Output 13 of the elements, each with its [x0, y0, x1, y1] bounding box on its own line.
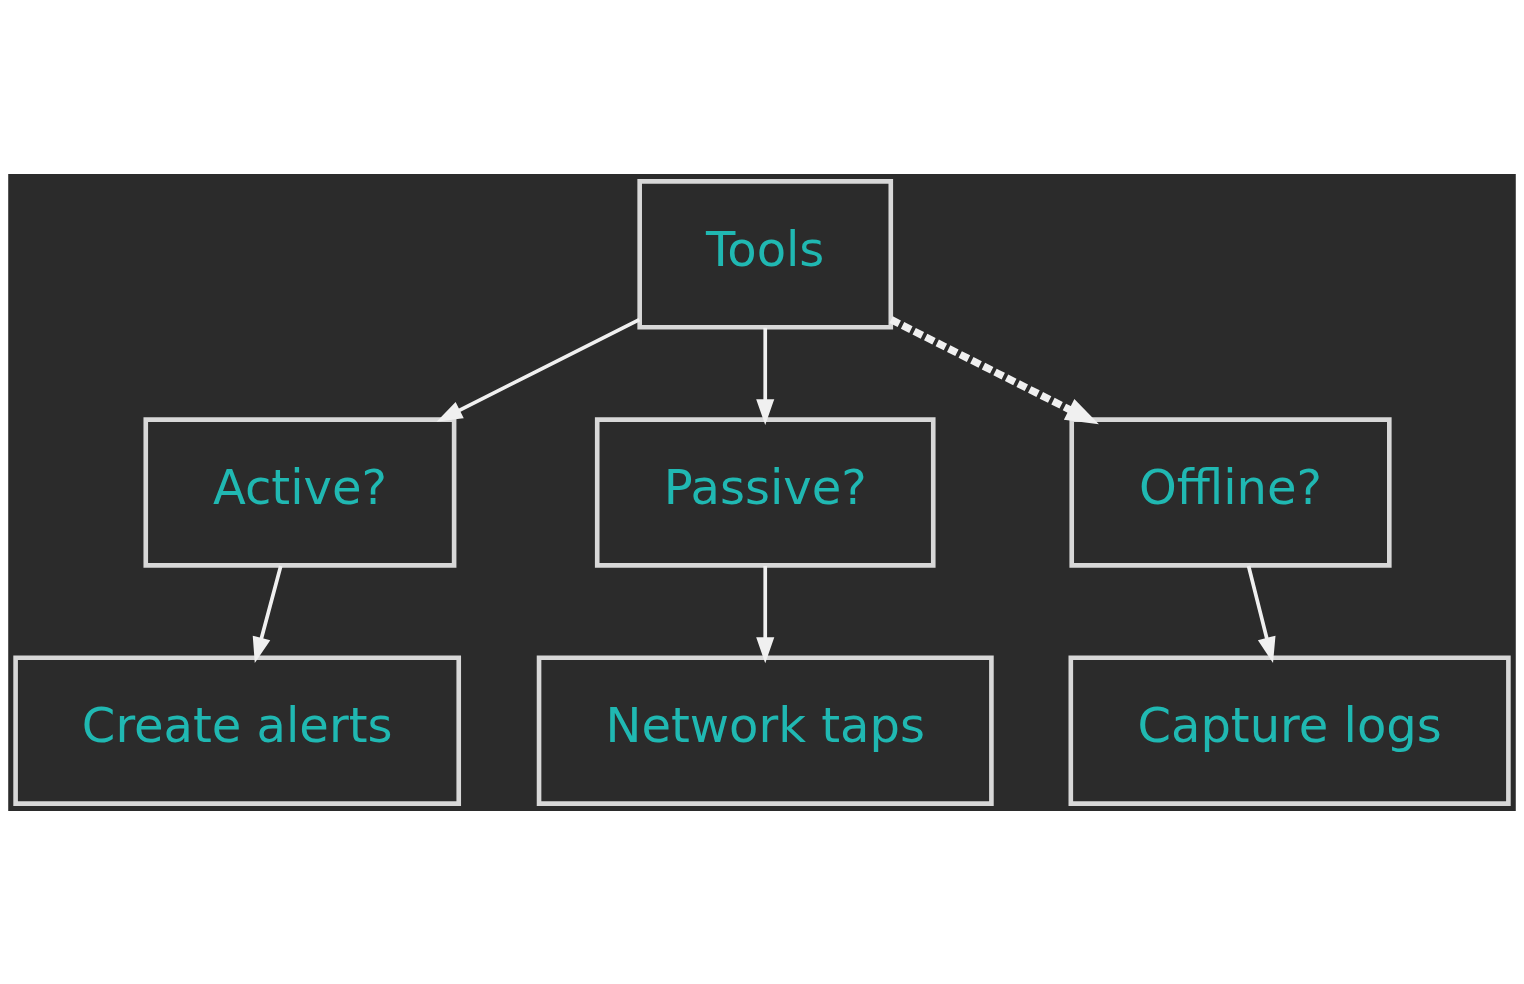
node-box: Capture logs [1068, 654, 1511, 806]
node-box: Create alerts [13, 654, 462, 806]
arrow [756, 327, 775, 425]
node-box: Tools [637, 178, 894, 330]
arrow [756, 565, 775, 663]
arrow [889, 315, 1099, 424]
arrow [252, 565, 283, 663]
node-box: Offline? [1069, 416, 1392, 568]
arrow [436, 317, 641, 422]
node-box: Active? [143, 416, 457, 568]
arrow [1246, 565, 1276, 663]
node-box: Network taps [536, 654, 994, 806]
node-box: Passive? [594, 416, 936, 568]
